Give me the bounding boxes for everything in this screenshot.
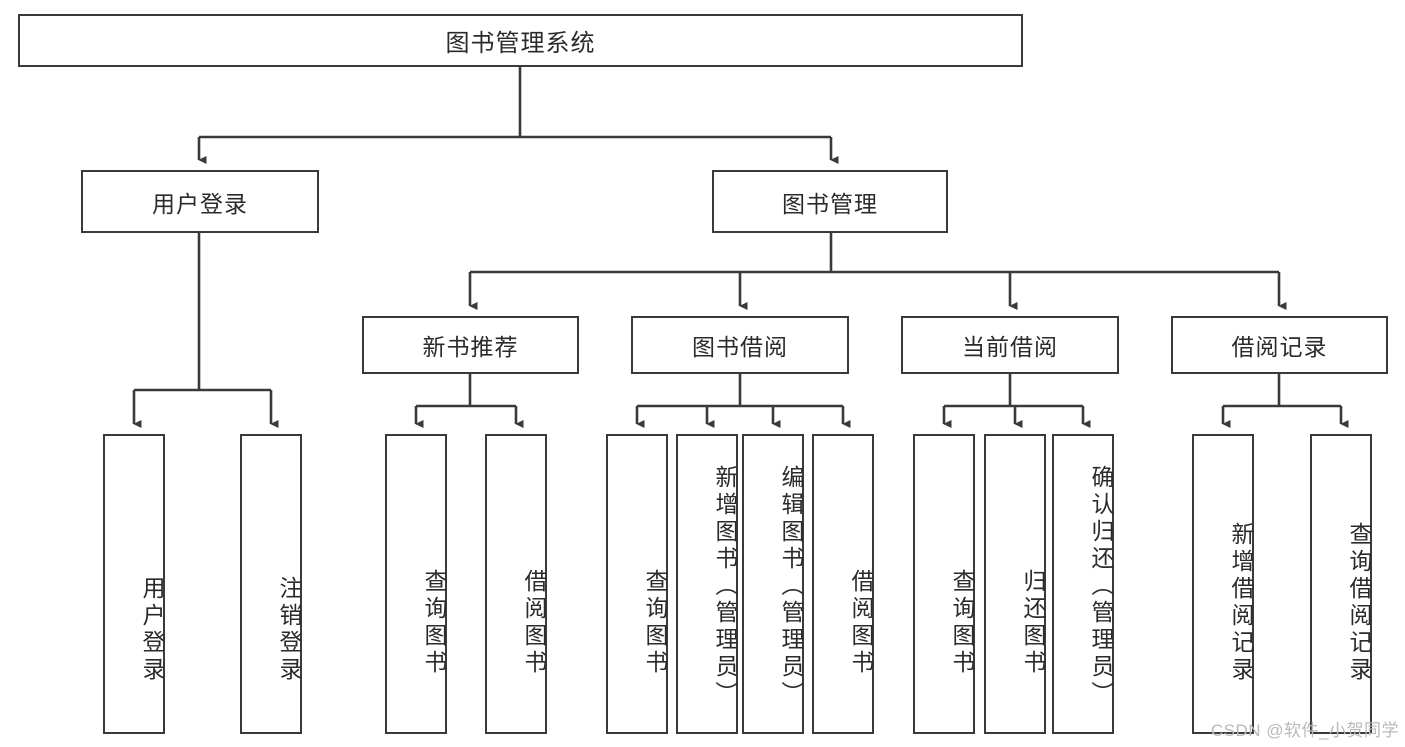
leaf-query-books-borrow[interactable]: 查询图书 [606,434,668,734]
leaf-borrow-books-recommend[interactable]: 借阅图书 [485,434,547,734]
leaf-user-logout[interactable]: 注销登录 [240,434,302,734]
node-user-login[interactable]: 用户登录 [81,170,319,233]
leaf-return-books[interactable]: 归还图书 [984,434,1046,734]
leaf-add-borrow-record[interactable]: 新增借阅记录 [1192,434,1254,734]
node-borrow-record[interactable]: 借阅记录 [1171,316,1388,374]
node-book-management[interactable]: 图书管理 [712,170,948,233]
leaf-add-book-admin[interactable]: 新增图书（管理员） [676,434,738,734]
node-book-borrow[interactable]: 图书借阅 [631,316,849,374]
node-root-system[interactable]: 图书管理系统 [18,14,1023,67]
leaf-query-books-recommend[interactable]: 查询图书 [385,434,447,734]
csdn-watermark: CSDN @软件_小贺同学 [1210,721,1399,740]
leaf-edit-book-admin[interactable]: 编辑图书（管理员） [742,434,804,734]
node-current-borrow[interactable]: 当前借阅 [901,316,1119,374]
leaf-query-borrow-record[interactable]: 查询借阅记录 [1310,434,1372,734]
leaf-query-books-current[interactable]: 查询图书 [913,434,975,734]
leaf-confirm-return-admin[interactable]: 确认归还（管理员） [1052,434,1114,734]
leaf-user-login[interactable]: 用户登录 [103,434,165,734]
leaf-borrow-books[interactable]: 借阅图书 [812,434,874,734]
node-new-book-recommend[interactable]: 新书推荐 [362,316,579,374]
